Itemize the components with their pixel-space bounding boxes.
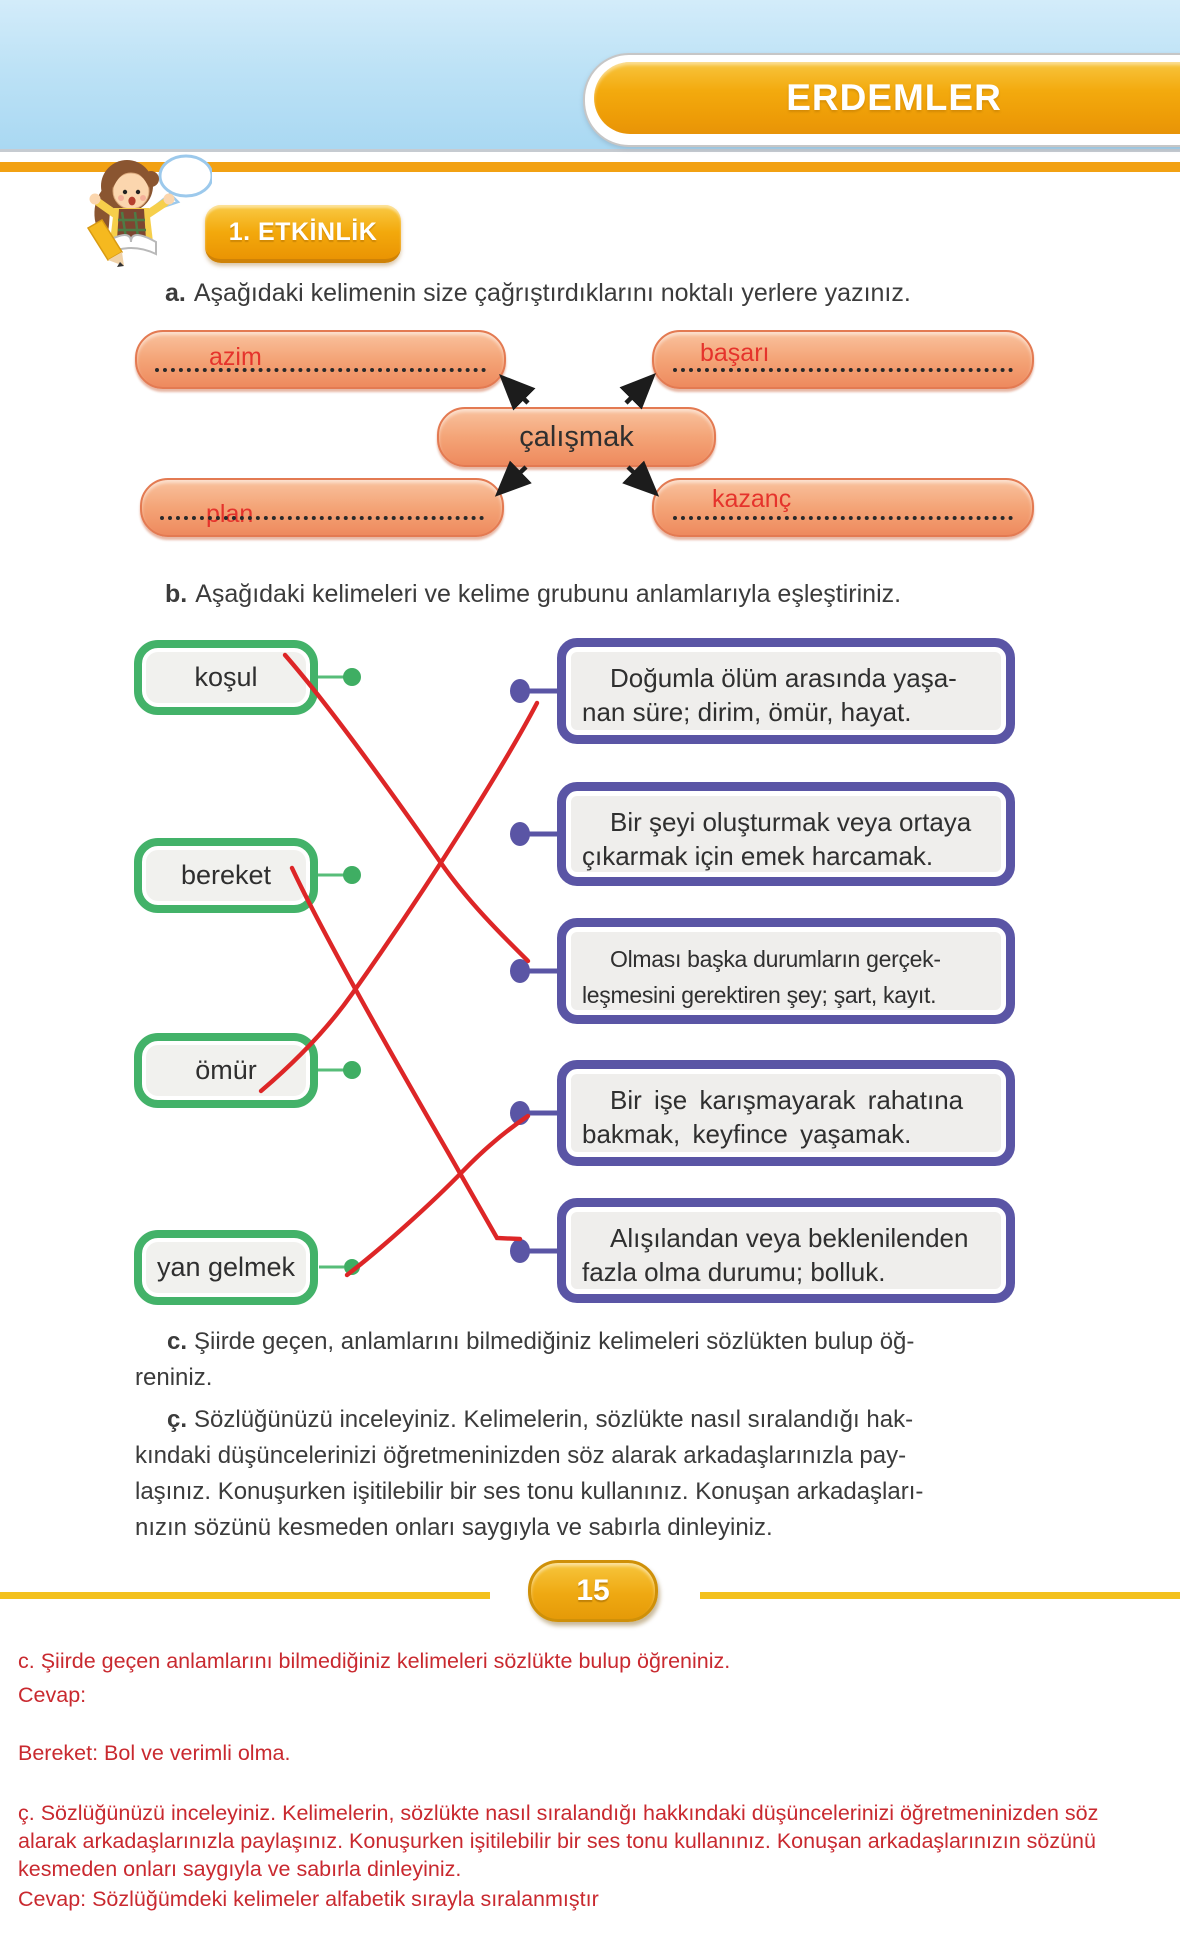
answer-key-line: Cevap: Sözlüğümdeki kelimeler alfabetik … bbox=[18, 1887, 599, 1911]
dotted-answer-line[interactable] bbox=[160, 516, 484, 520]
definition-text: çıkarmak için emek harcamak. bbox=[582, 841, 934, 871]
answer-key-line: ç. Sözlüğünüzü inceleyiniz. Kelimelerin,… bbox=[18, 1801, 1099, 1825]
page-number: 15 bbox=[576, 1574, 610, 1607]
connector-dot-def4 bbox=[510, 1101, 530, 1125]
page-number-badge: 15 bbox=[528, 1560, 658, 1622]
word-pill-top-right[interactable]: başarı bbox=[652, 330, 1034, 389]
mascot-girl-illustration bbox=[86, 154, 212, 267]
instruction-cc-text: Sözlüğünüzü inceleyiniz. Kelimelerin, sö… bbox=[194, 1406, 914, 1433]
definition-text: fazla olma durumu; bolluk. bbox=[582, 1257, 886, 1287]
definition-box-1[interactable]: Doğumla ölüm arasında yaşa- nan süre; di… bbox=[557, 638, 1015, 744]
connector-dot-def3 bbox=[510, 959, 530, 983]
word-pill-bottom-left[interactable]: plan bbox=[140, 478, 504, 537]
definition-box-5[interactable]: Alışılandan veya beklenilenden fazla olm… bbox=[557, 1198, 1015, 1303]
arrow-to-top-left bbox=[499, 374, 536, 411]
connector-dot-kosul bbox=[343, 668, 361, 686]
definition-text: Alışılandan veya beklenilenden bbox=[610, 1223, 969, 1253]
match-word-bereket[interactable]: bereket bbox=[134, 838, 318, 913]
header-divider-gray bbox=[0, 149, 1180, 152]
footer-rule-right bbox=[700, 1592, 1180, 1599]
instruction-c-line1: c.Şiirde geçen, anlamlarını bilmediğiniz… bbox=[135, 1328, 1097, 1356]
answer-key-line: Bereket: Bol ve verimli olma. bbox=[18, 1741, 291, 1765]
connector-dot-omur bbox=[343, 1061, 361, 1079]
match-word-label: bereket bbox=[180, 860, 272, 890]
footer-rule-left bbox=[0, 1592, 490, 1599]
instruction-cc-line3: laşınız. Konuşurken işitilebilir bir ses… bbox=[135, 1478, 924, 1505]
handwritten-answer: azim bbox=[209, 343, 262, 371]
definition-box-2[interactable]: Bir şeyi oluşturmak veya ortaya çıkarmak… bbox=[557, 782, 1015, 886]
match-line-bereket-def5 bbox=[289, 865, 523, 1242]
definition-box-4[interactable]: Bir işe karışmayarak rahatına bakmak, ke… bbox=[557, 1060, 1015, 1166]
arrow-to-top-right bbox=[619, 373, 656, 410]
match-word-label: yan gelmek bbox=[156, 1252, 296, 1282]
instruction-cc-line4: nızın sözünü kesmeden onları saygıyla ve… bbox=[135, 1514, 773, 1541]
match-word-omur[interactable]: ömür bbox=[134, 1033, 318, 1108]
definition-text: bakmak, keyfince yaşamak. bbox=[582, 1119, 912, 1149]
answer-key-line: c. Şiirde geçen anlamlarını bilmediğiniz… bbox=[18, 1649, 731, 1673]
handwritten-answer: kazanç bbox=[712, 485, 792, 513]
match-word-label: koşul bbox=[194, 662, 258, 692]
definition-text: leşmesini gerektiren şey; şart, kayıt. bbox=[582, 982, 937, 1008]
dotted-answer-line[interactable] bbox=[155, 368, 486, 372]
connector-dot-def1 bbox=[510, 679, 530, 703]
instruction-cc-label: ç. bbox=[167, 1406, 188, 1433]
header-divider-orange bbox=[0, 162, 1180, 172]
definition-text: Olması başka durumların gerçek- bbox=[610, 946, 941, 972]
definition-text: Bir şeyi oluşturmak veya ortaya bbox=[610, 807, 972, 837]
connector-dot-def5 bbox=[510, 1239, 530, 1263]
match-word-yan-gelmek[interactable]: yan gelmek bbox=[134, 1230, 318, 1305]
dotted-answer-line[interactable] bbox=[672, 368, 1014, 372]
unit-title: ERDEMLER bbox=[786, 77, 1002, 118]
instruction-c-line2: reniniz. bbox=[135, 1364, 213, 1391]
instruction-a: a.Aşağıdaki kelimenin size çağrıştırdıkl… bbox=[135, 279, 1125, 308]
match-line-kosul-def3 bbox=[282, 652, 531, 964]
word-pill-top-left[interactable]: azim bbox=[135, 330, 506, 389]
instruction-b-text: Aşağıdaki kelimeleri ve kelime grubunu a… bbox=[195, 580, 902, 608]
connector-dot-yan-gelmek bbox=[344, 1259, 360, 1275]
definition-connectors bbox=[521, 688, 557, 1254]
instruction-c-text: Şiirde geçen, anlamlarını bilmediğiniz k… bbox=[194, 1328, 915, 1355]
instruction-b: b.Aşağıdaki kelimeleri ve kelime grubunu… bbox=[135, 580, 1125, 609]
definition-text: Doğumla ölüm arasında yaşa- bbox=[610, 663, 957, 693]
word-pill-bottom-right[interactable]: kazanç bbox=[652, 478, 1034, 537]
match-word-kosul[interactable]: koşul bbox=[134, 640, 318, 715]
definition-text: nan süre; dirim, ömür, hayat. bbox=[582, 697, 912, 727]
arrow-to-bottom-left bbox=[494, 460, 532, 497]
definition-text: Bir işe karışmayarak rahatına bbox=[610, 1085, 964, 1115]
activity-badge-label: 1. ETKİNLİK bbox=[228, 218, 378, 246]
unit-banner-pill: ERDEMLER bbox=[594, 62, 1180, 134]
word-pill-center: çalışmak bbox=[437, 407, 716, 467]
answer-key-line: alarak arkadaşlarınızla paylaşınız. Konu… bbox=[18, 1829, 1096, 1853]
instruction-cc-line2: kındaki düşüncelerinizi öğretmeninizden … bbox=[135, 1442, 907, 1469]
handwritten-answer: başarı bbox=[700, 339, 770, 367]
instruction-a-text: Aşağıdaki kelimenin size çağrıştırdıklar… bbox=[193, 279, 911, 307]
center-word: çalışmak bbox=[519, 421, 634, 453]
instruction-c-label: c. bbox=[167, 1328, 188, 1355]
dotted-answer-line[interactable] bbox=[672, 516, 1014, 520]
answer-key-line: Cevap: bbox=[18, 1683, 87, 1707]
header-divider-white bbox=[0, 152, 1180, 162]
instruction-b-label: b. bbox=[165, 580, 188, 608]
instruction-cc-line1: ç.Sözlüğünüzü inceleyiniz. Kelimelerin, … bbox=[135, 1406, 1097, 1434]
connector-dot-def2 bbox=[510, 822, 530, 846]
match-word-label: ömür bbox=[195, 1055, 257, 1085]
arrow-to-bottom-right bbox=[622, 460, 660, 497]
connector-dot-bereket bbox=[343, 866, 361, 884]
handwritten-answer: plan bbox=[206, 500, 254, 528]
activity-badge: 1. ETKİNLİK bbox=[205, 205, 401, 263]
definition-box-3[interactable]: Olması başka durumların gerçek- leşmesin… bbox=[557, 918, 1015, 1024]
answer-key-line: kesmeden onları saygıyla ve sabırla dinl… bbox=[18, 1857, 462, 1881]
word-connectors bbox=[318, 675, 344, 1269]
unit-banner: ERDEMLER bbox=[583, 53, 1180, 147]
match-line-yangelmek-def4 bbox=[344, 1113, 531, 1278]
instruction-a-label: a. bbox=[165, 279, 186, 307]
